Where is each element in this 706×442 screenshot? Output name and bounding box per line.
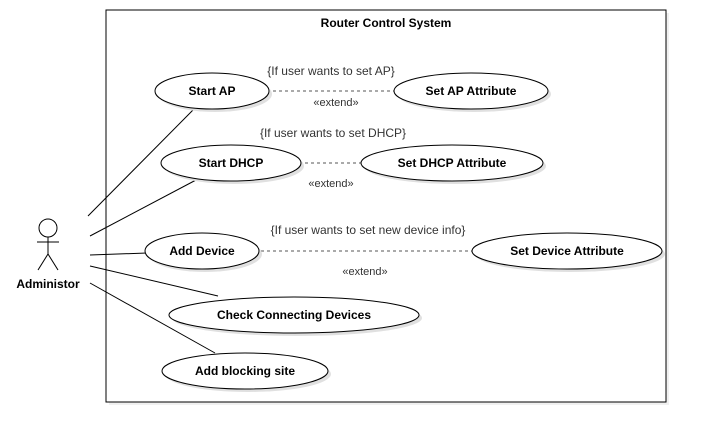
extend-stereotype-device: «extend» bbox=[342, 266, 387, 278]
use-case-add-device[interactable]: Add Device bbox=[144, 232, 262, 272]
association-add-blocking bbox=[89, 282, 216, 354]
use-case-set-device-attribute[interactable]: Set Device Attribute bbox=[471, 232, 665, 272]
extend-condition-ap: {If user wants to set AP} bbox=[267, 64, 394, 78]
actor-left-leg bbox=[37, 253, 49, 271]
use-case-label: Check Connecting Devices bbox=[217, 308, 371, 322]
association-check-devices bbox=[89, 265, 219, 297]
use-case-label: Start AP bbox=[189, 84, 236, 98]
use-case-label: Add blocking site bbox=[195, 364, 295, 378]
actor-head bbox=[38, 218, 58, 238]
association-start-dhcp bbox=[89, 179, 197, 237]
use-case-start-ap[interactable]: Start AP bbox=[154, 72, 272, 112]
use-case-set-dhcp-attribute[interactable]: Set DHCP Attribute bbox=[360, 144, 546, 184]
actor-label: Administor bbox=[16, 277, 80, 291]
use-case-label: Add Device bbox=[169, 244, 235, 258]
use-case-check-connecting-devices[interactable]: Check Connecting Devices bbox=[168, 296, 422, 336]
use-case-start-dhcp[interactable]: Start DHCP bbox=[160, 144, 304, 184]
associations bbox=[87, 109, 219, 354]
extend-stereotype-dhcp: «extend» bbox=[308, 178, 353, 190]
actor-right-leg bbox=[47, 253, 59, 271]
system-title: Router Control System bbox=[321, 16, 452, 30]
extend-condition-dhcp: {If user wants to set DHCP} bbox=[260, 126, 406, 140]
extend-stereotype-ap: «extend» bbox=[313, 97, 358, 109]
use-case-set-ap-attribute[interactable]: Set AP Attribute bbox=[393, 72, 551, 112]
association-start-ap bbox=[87, 109, 194, 217]
actor-administrator[interactable]: Administor bbox=[16, 218, 80, 291]
association-add-device bbox=[89, 252, 148, 256]
use-case-label: Set Device Attribute bbox=[510, 244, 624, 258]
extend-relationships: {If user wants to set AP} «extend» {If u… bbox=[259, 64, 474, 278]
use-case-add-blocking-site[interactable]: Add blocking site bbox=[161, 352, 331, 392]
use-case-label: Set AP Attribute bbox=[426, 84, 517, 98]
use-case-label: Set DHCP Attribute bbox=[398, 156, 507, 170]
use-case-label: Start DHCP bbox=[199, 156, 264, 170]
extend-condition-device: {If user wants to set new device info} bbox=[271, 223, 466, 237]
